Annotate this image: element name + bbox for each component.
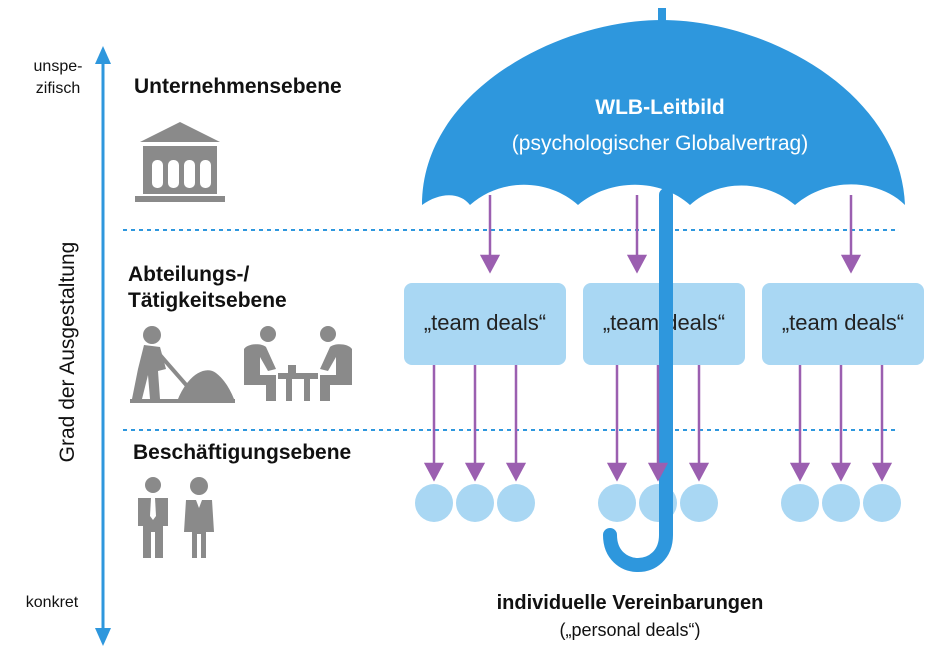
worker-shoveling-icon	[130, 326, 235, 403]
people-meeting-icon	[244, 326, 352, 401]
individual-circle	[598, 484, 636, 522]
individual-circle	[863, 484, 901, 522]
umbrella-subtitle: (psychologischer Globalvertrag)	[511, 132, 809, 155]
individual-circle	[456, 484, 494, 522]
team-deal-label: „team deals“	[423, 310, 547, 335]
businesswoman-icon	[184, 477, 214, 558]
umbrella-title: WLB-Leitbild	[595, 96, 725, 119]
individual-circle	[781, 484, 819, 522]
team-deal-box-1: „team deals“	[404, 283, 566, 365]
individual-circle	[415, 484, 453, 522]
individual-circle	[497, 484, 535, 522]
footer-title: individuelle Vereinbarungen	[496, 592, 764, 614]
individual-circle	[822, 484, 860, 522]
axis-top-label: unspe- zifisch	[33, 58, 83, 97]
level-title-company: Unternehmensebene	[134, 75, 342, 98]
team-deal-label: „team deals“	[781, 310, 905, 335]
level-title-employment: Beschäftigungsebene	[133, 441, 352, 464]
axis-bottom-label: konkret	[25, 594, 79, 611]
building-icon	[135, 122, 225, 202]
level-title-department: Abteilungs-/ Tätigkeitsebene	[128, 263, 287, 312]
team-deal-box-3: „team deals“	[762, 283, 924, 365]
businessman-icon	[138, 477, 168, 558]
individual-circle	[680, 484, 718, 522]
footer-subtitle: („personal deals“)	[559, 620, 701, 640]
